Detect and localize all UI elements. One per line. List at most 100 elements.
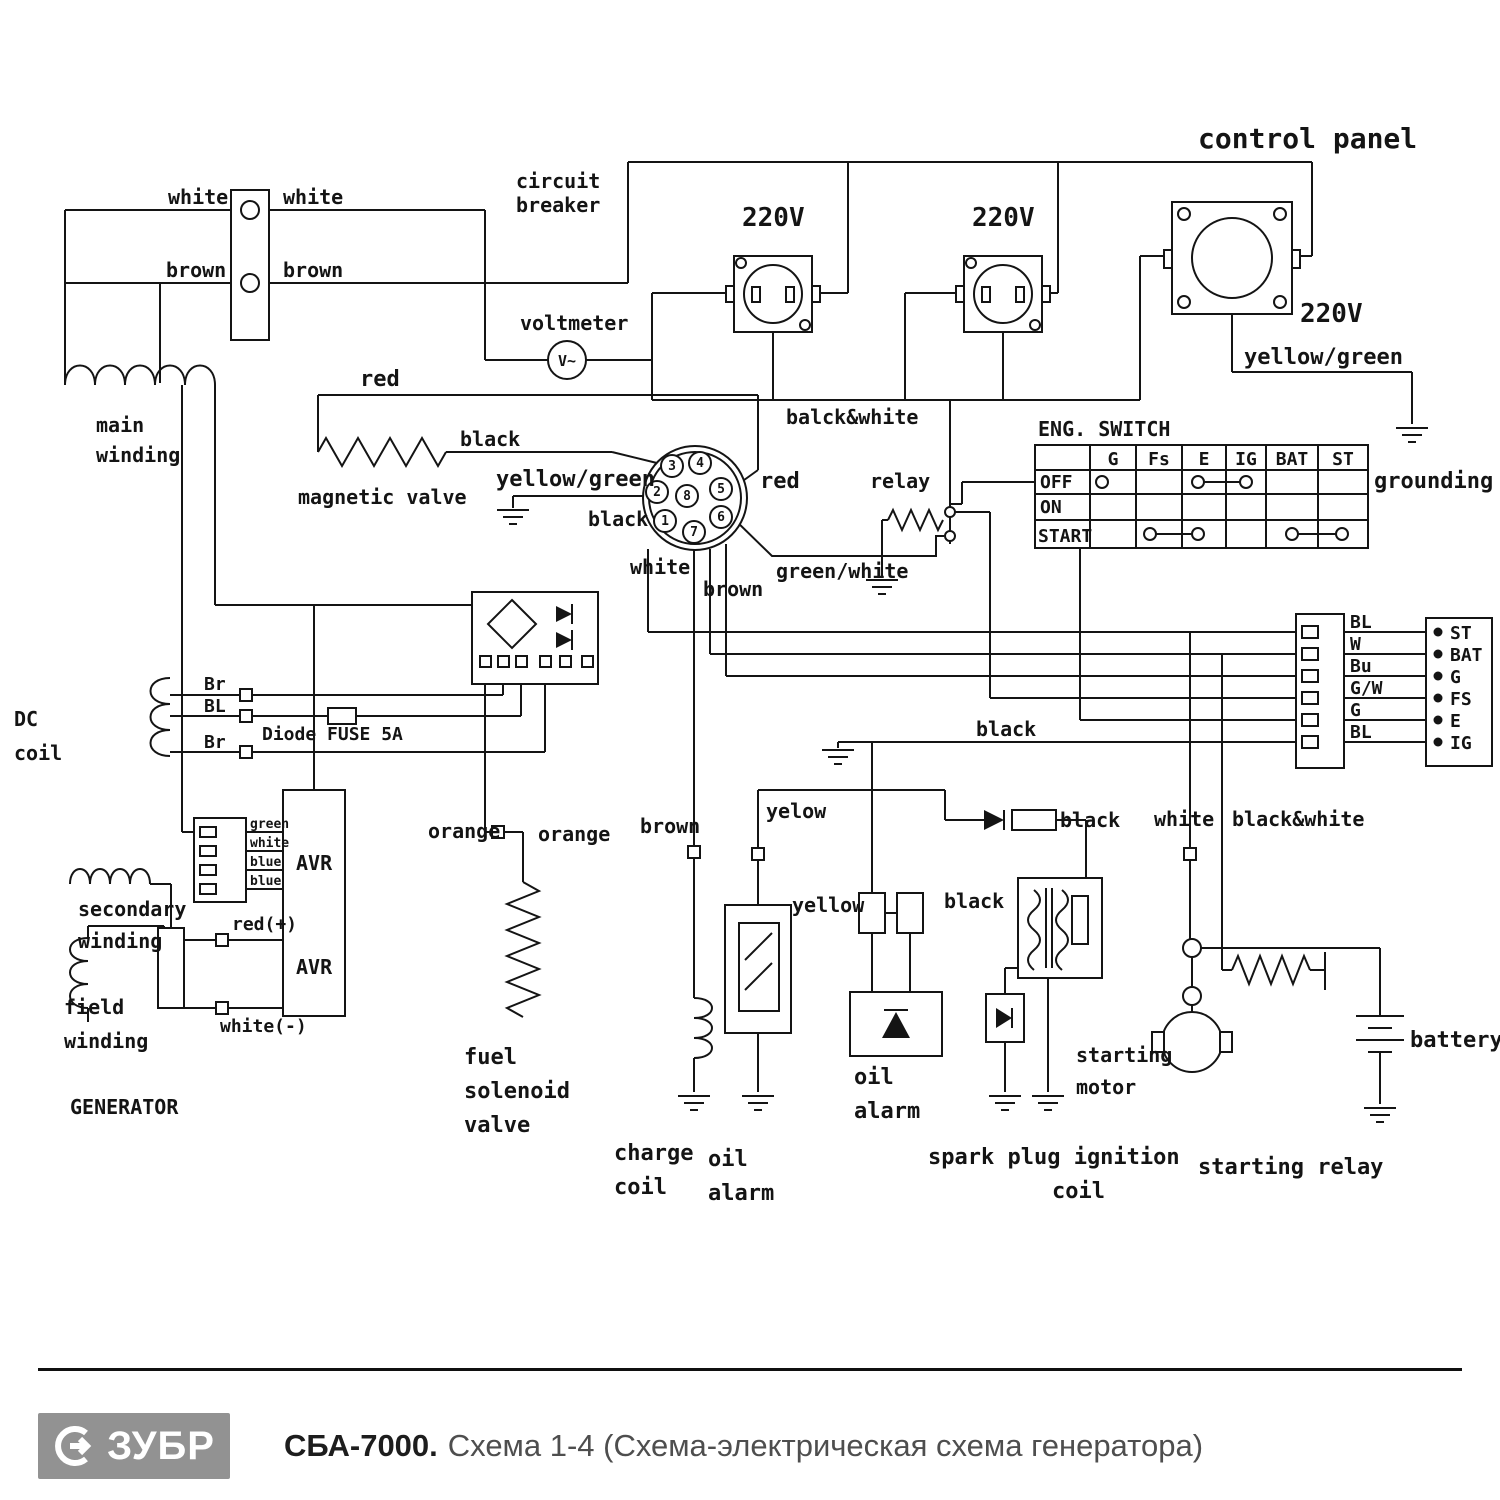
- wire-label-orange: orange: [538, 822, 610, 846]
- magnetic-valve-symbol: [317, 435, 447, 469]
- terminal-block: [1425, 617, 1493, 767]
- main-winding-label: winding: [96, 443, 180, 467]
- fuel-solenoid-label: solenoid: [464, 1079, 570, 1104]
- grounding-label: grounding: [1374, 469, 1493, 494]
- connector-pin-7: 7: [690, 525, 698, 540]
- circuit-breaker-label: circuit: [516, 169, 600, 193]
- dc-coil-label: DC: [14, 707, 38, 731]
- wire-label-br: Br: [204, 674, 226, 695]
- generator-label: GENERATOR: [70, 1095, 179, 1119]
- wire-label-black-white: black&white: [1232, 807, 1364, 831]
- wiring-diagram: 3 4 2 8 5 1 7 6: [14, 122, 1500, 1206]
- wire-label-red: red: [360, 367, 400, 392]
- charge-coil-label: charge: [614, 1141, 693, 1166]
- switch-col-ig: IG: [1235, 449, 1257, 470]
- wire-label-bu: Bu: [1350, 656, 1372, 677]
- zubr-logo: ЗУБР: [38, 1413, 230, 1479]
- footer: ЗУБР СБА-7000. Схема 1-4 (Схема-электриче…: [38, 1368, 1462, 1479]
- eng-switch-title: ENG. SWITCH: [1038, 417, 1170, 441]
- avr-unit: [157, 789, 346, 1017]
- zubr-logo-icon: [55, 1426, 92, 1466]
- starting-motor-label: starting: [1076, 1043, 1172, 1067]
- field-winding-label: winding: [64, 1029, 148, 1053]
- wire-label-green-white: green/white: [776, 559, 908, 583]
- wire-label-g: G: [1350, 700, 1361, 721]
- socket-220v-1: [725, 255, 821, 333]
- scheme-subtitle: Схема 1-4 (Схема-электрическая схема ген…: [447, 1428, 1204, 1463]
- oil-alarm-label: oil: [708, 1147, 748, 1172]
- wire-label-yelow: yelow: [766, 799, 827, 823]
- dc-coil-symbol: [149, 677, 171, 757]
- ground-icon: [1363, 1107, 1397, 1123]
- ground-icon: [821, 749, 855, 765]
- oil-alarm-sensor: [724, 847, 792, 1034]
- terminal-label-g: G: [1450, 667, 1461, 688]
- relay-symbol: [887, 506, 956, 542]
- wire-label-gw: G/W: [1350, 678, 1383, 699]
- battery-label: battery: [1410, 1028, 1500, 1053]
- switch-col-g: G: [1108, 449, 1119, 470]
- connector-pin-3: 3: [668, 459, 676, 474]
- footer-caption: СБА-7000. Схема 1-4 (Схема-электрическая …: [284, 1428, 1203, 1464]
- eng-switch-table: [1034, 444, 1369, 549]
- connector-pin-6: 6: [717, 510, 725, 525]
- starting-relay-symbol: [1182, 938, 1311, 1006]
- oil-alarm-label: oil: [854, 1065, 894, 1090]
- starting-motor-symbol: [1151, 1011, 1233, 1073]
- footer-divider: [38, 1368, 1462, 1371]
- wire-label-white: white: [283, 185, 343, 209]
- ground-icon: [741, 1095, 775, 1111]
- relay-label: relay: [870, 469, 930, 493]
- starting-motor-label: motor: [1076, 1075, 1136, 1099]
- fuse-5a: [239, 688, 357, 759]
- diode-fuse-label: Diode FUSE 5A: [262, 724, 403, 745]
- wire-label-brown: brown: [283, 258, 343, 282]
- model-label: СБА-7000.: [284, 1428, 438, 1463]
- connector-plug: 3 4 2 8 5 1 7 6: [642, 445, 748, 551]
- charge-coil-label: coil: [614, 1175, 667, 1200]
- wire-label-black: black: [976, 717, 1036, 741]
- pin-label-blue: blue: [250, 874, 281, 889]
- voltage-label-220v: 220V: [972, 203, 1035, 233]
- wire-label-red: red: [760, 469, 800, 494]
- control-panel-title: control panel: [1198, 122, 1417, 155]
- oil-alarm-label: alarm: [708, 1181, 774, 1206]
- zubr-logo-text: ЗУБР: [107, 1423, 215, 1468]
- voltmeter-label: voltmeter: [520, 311, 628, 335]
- connector-pin-4: 4: [696, 456, 704, 471]
- wire-label-bl: BL: [204, 696, 226, 717]
- ground-icon: [677, 1095, 711, 1111]
- wire-label-yellow: yellow: [792, 893, 865, 917]
- wire-label-white: white: [630, 555, 690, 579]
- secondary-winding-label: winding: [78, 929, 162, 953]
- wire-label-white: white: [168, 185, 228, 209]
- switch-col-st: ST: [1332, 449, 1354, 470]
- wire-connector-square: [1183, 847, 1197, 861]
- circuit-breaker-label: breaker: [516, 193, 600, 217]
- wire-label-black-white: balck&white: [786, 405, 918, 429]
- wire-label-black: black: [1060, 808, 1120, 832]
- wire-label-brown: brown: [166, 258, 226, 282]
- spark-plug-symbol: [985, 993, 1025, 1043]
- diode-symbol: [984, 809, 1057, 831]
- wire-label-black: black: [944, 889, 1004, 913]
- charge-coil-symbol: [687, 845, 713, 1059]
- terminal-label-st: ST: [1450, 623, 1472, 644]
- switch-col-fs: Fs: [1148, 449, 1170, 470]
- secondary-winding-coil: [69, 868, 151, 885]
- ground-icon: [1031, 1095, 1065, 1111]
- wire-label-red-plus: red(+): [232, 914, 297, 935]
- terminal-label-ig: IG: [1450, 733, 1472, 754]
- wire-label-yellow-green: yellow/green: [1244, 345, 1403, 370]
- wire-label-yellow-green: yellow/green: [496, 467, 655, 492]
- ground-icon: [988, 1095, 1022, 1111]
- ignition-coil-label: coil: [1052, 1179, 1105, 1204]
- right-connector-strip: [1295, 613, 1345, 769]
- wire-label-bl: BL: [1350, 722, 1372, 743]
- ground-icon: [1395, 427, 1429, 443]
- field-winding-coil: [69, 937, 89, 1009]
- voltmeter-glyph: V~: [558, 352, 576, 370]
- avr-label: AVR: [296, 851, 333, 875]
- wire-label-white-minus: white(-): [220, 1016, 307, 1037]
- voltage-label-220v: 220V: [742, 203, 805, 233]
